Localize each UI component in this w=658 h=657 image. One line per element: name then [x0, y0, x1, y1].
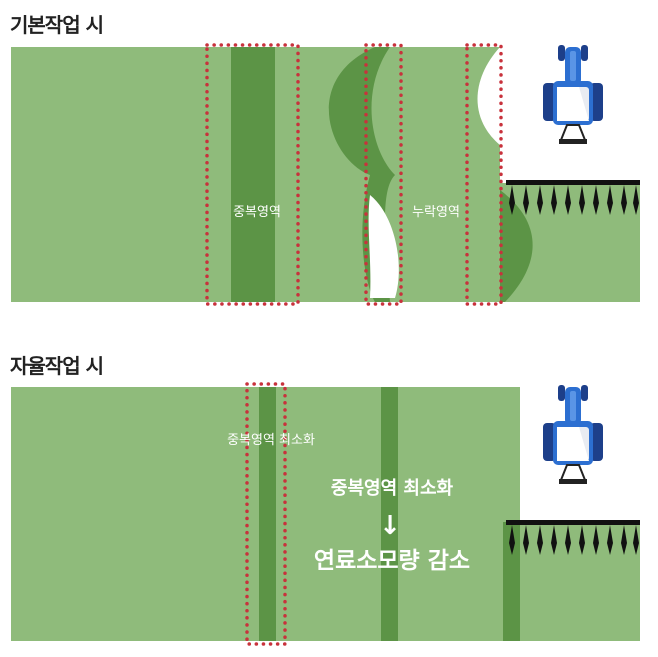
- overlap-strip-auto-2: [381, 387, 398, 641]
- autonomous-field-panel: 중복영역 최소화 중복영역 최소화 ↓ 연료소모량 감소: [11, 382, 640, 646]
- basic-field-panel: 중복영역 누락영역: [11, 43, 640, 306]
- tractor-icon: [542, 44, 604, 145]
- overlap-dashed-box: [205, 43, 300, 306]
- callout-top: 중복영역 최소화: [331, 478, 454, 499]
- missed-dashed-box-right: [465, 43, 503, 306]
- overlap-label-auto: 중복영역 최소화: [227, 433, 315, 448]
- missed-gap-upper: [477, 47, 500, 145]
- wavy-band-right: [500, 190, 533, 302]
- overlap-strip-auto-1: [259, 387, 276, 641]
- missed-label-basic: 누락영역: [412, 205, 460, 220]
- panel-title-basic: 기본작업 시: [10, 13, 104, 37]
- overlap-strip-auto-3: [503, 522, 520, 641]
- overlap-strip-basic: [231, 47, 275, 302]
- tractor-icon: [542, 384, 604, 485]
- panel-title-autonomous: 자율작업 시: [10, 354, 104, 378]
- missed-dashed-box-left: [364, 43, 403, 306]
- missed-gap-lower: [368, 195, 399, 298]
- callout-arrow-icon: ↓: [379, 511, 401, 541]
- overlap-label-basic: 중복영역: [233, 205, 281, 220]
- callout-bottom: 연료소모량 감소: [314, 548, 470, 574]
